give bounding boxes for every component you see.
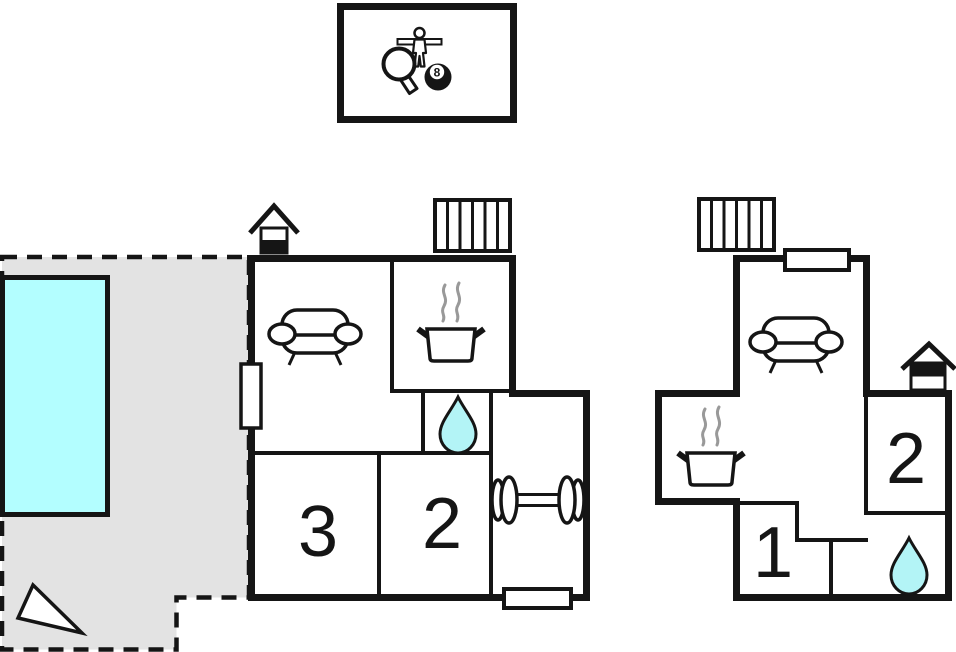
main-house: 3 2 <box>239 198 590 610</box>
chimney-icon <box>248 202 300 255</box>
room-label: 2 <box>886 419 926 499</box>
north-arrow-icon <box>15 582 88 637</box>
billiard-8-ball-icon: 8 <box>424 63 452 91</box>
room-label: 1 <box>753 513 793 593</box>
room-label: 3 <box>298 492 338 572</box>
dumbbell-icon <box>490 475 586 525</box>
window <box>783 248 851 272</box>
annex-house: 1 2 <box>655 197 956 601</box>
interior-walls <box>740 397 945 594</box>
billiard-ball-number: 8 <box>434 66 441 80</box>
door <box>239 362 263 430</box>
radiator-icon <box>697 197 776 252</box>
table-tennis-paddle-icon <box>381 46 419 95</box>
games-room: 8 <box>337 3 517 123</box>
room-label: 2 <box>422 484 462 564</box>
chimney-icon <box>900 340 956 392</box>
window <box>502 587 573 610</box>
radiator-icon <box>433 198 512 253</box>
foosball-player-icon <box>396 26 443 68</box>
swimming-pool <box>0 275 110 517</box>
